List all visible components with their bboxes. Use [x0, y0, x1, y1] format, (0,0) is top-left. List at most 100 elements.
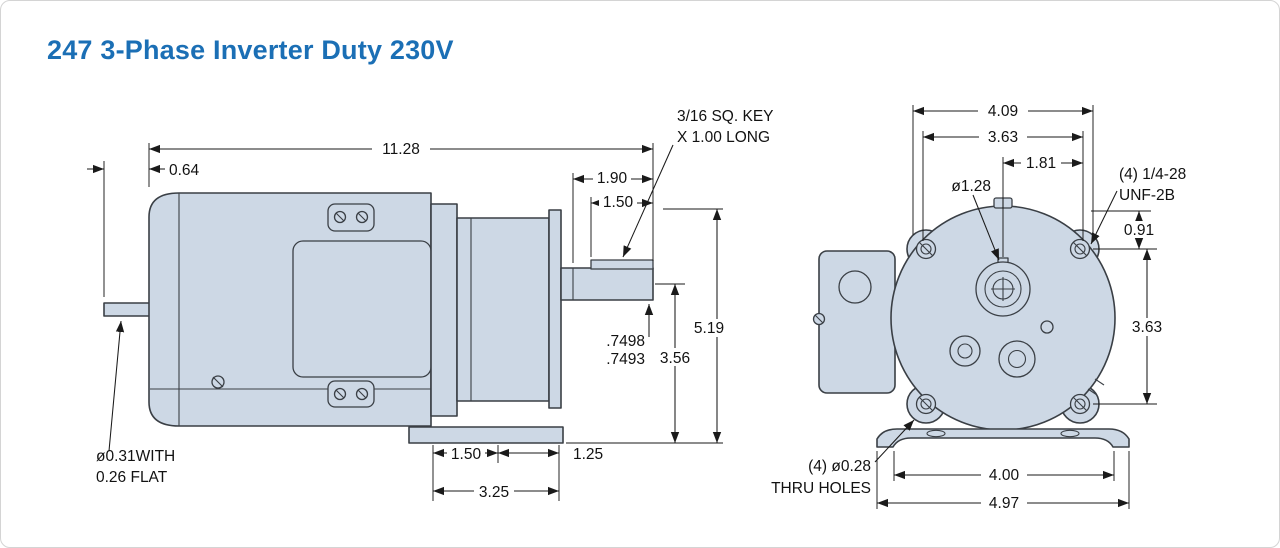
dim-text-bg: [979, 128, 1027, 146]
screw-slot: [336, 390, 344, 398]
gearbox: [408, 203, 564, 444]
dim-text-bg: [981, 466, 1027, 483]
hole-slash: [918, 241, 934, 257]
dim-shaft-ext-total: 1.90: [572, 170, 653, 263]
dim-base-a: 1.50: [432, 445, 499, 501]
tap-callout-line1: (4) 1/4-28: [1119, 166, 1186, 183]
bottom-screw-tab: [327, 380, 375, 408]
pilot-dia-label: ø1.28: [951, 178, 991, 195]
foot-slot: [1060, 429, 1080, 438]
hole-slash: [1072, 396, 1088, 412]
dim-bolt-width-label: 3.63: [988, 129, 1018, 146]
callout-shaft-key: 3/16 SQ. KEY X 1.00 LONG: [622, 108, 774, 258]
tap-callout-line2: UNF-2B: [1119, 187, 1175, 204]
callout-tap-holes: (4) 1/4-28 UNF-2B: [1090, 166, 1186, 245]
dim-width-overall-label: 4.09: [988, 103, 1018, 120]
adapter-plate: [430, 203, 458, 417]
dim-text-bg: [1125, 318, 1169, 336]
dim-base-b-label: 1.25: [573, 446, 603, 463]
parting-tick: [1087, 388, 1098, 396]
dim-base-b: 1.25: [498, 445, 603, 501]
leader-line: [622, 144, 674, 258]
tap-hole-inner: [1074, 243, 1086, 255]
small-boss: [1040, 320, 1054, 334]
leader-line: [108, 320, 125, 452]
dim-width-overall: 4.09: [912, 102, 1094, 235]
leader-line: [874, 419, 915, 463]
dim-text-bg: [593, 170, 631, 187]
dim-base-length: 3.25: [433, 483, 559, 501]
shaft-dia-min-label: .7493: [606, 351, 645, 368]
screw-slot: [358, 213, 366, 221]
conduit-hole: [838, 270, 872, 304]
screw-slot: [358, 390, 366, 398]
mounting-holes: [915, 238, 1091, 415]
flange: [876, 428, 1130, 448]
leader-line: [1090, 190, 1118, 245]
dim-half-width-label: 1.81: [1026, 155, 1056, 172]
dim-bolt-height: 3.63: [1093, 249, 1169, 405]
output-face: [548, 209, 562, 409]
rear-shaft: [103, 302, 151, 317]
dim-text-bg: [1021, 154, 1061, 171]
mounting-flange: [876, 428, 1130, 448]
dim-text-bg: [652, 348, 698, 366]
dim-shaft-ext-total-label: 1.90: [597, 170, 628, 187]
key-callout-line1: 3/16 SQ. KEY: [677, 108, 774, 125]
dim-overall-height-label: 5.19: [694, 320, 724, 337]
dim-base-width-label: 4.97: [989, 495, 1019, 512]
dim-hole-offset: 0.91: [1091, 210, 1159, 250]
motor-assembly: [103, 192, 432, 427]
hole-slash: [918, 396, 934, 412]
dim-text-bg: [1119, 221, 1159, 238]
dim-rear-shaft-ext-label: 0.64: [169, 162, 200, 179]
dim-bolt-width: 3.63: [922, 128, 1084, 241]
dim-foot-holes-label: 4.00: [989, 467, 1020, 484]
shaft-key: [590, 259, 654, 270]
dim-text-bg: [981, 494, 1027, 511]
dim-half-width: 1.81: [1002, 154, 1083, 257]
hole-slash: [1072, 241, 1088, 257]
dim-text-bg: [474, 483, 514, 499]
tap-hole-inner: [920, 243, 932, 255]
idler-boss: [949, 335, 981, 367]
dim-shaft-diameter: .7498 .7493: [606, 304, 654, 368]
top-screw-tab: [327, 203, 375, 232]
screw-slot: [212, 376, 224, 388]
screw-slot: [814, 314, 824, 324]
dim-text-bg: [447, 445, 485, 461]
side-view: 11.28 0.64 1.90 1.50: [87, 108, 774, 501]
end-view: 4.09 3.63 1.81 ø1.28 (4) 1/: [771, 102, 1186, 512]
callout-thru-holes: (4) ø0.28 THRU HOLES: [771, 419, 915, 497]
idler-bosses: [949, 320, 1054, 378]
thru-callout-line1: (4) ø0.28: [808, 458, 871, 475]
screw-slot: [336, 213, 344, 221]
thru-callout-line2: THRU HOLES: [771, 480, 871, 497]
output-bore: [975, 257, 1031, 317]
mounting-base: [408, 426, 564, 444]
idler-bore: [1007, 349, 1027, 369]
tap-hole-inner: [920, 398, 932, 410]
dim-overall-length-label: 11.28: [382, 141, 420, 158]
dim-rear-shaft-ext: 0.64: [87, 161, 200, 297]
parting-tick: [1094, 378, 1105, 386]
tap-hole-inner: [1074, 398, 1086, 410]
bore-circle: [984, 270, 1022, 308]
dim-shaft-center-height-label: 3.56: [660, 350, 690, 367]
output-shaft: [560, 267, 654, 301]
dim-base-length-label: 3.25: [479, 484, 509, 501]
dim-shaft-ext: 1.50: [590, 194, 653, 257]
idler-bore: [957, 343, 973, 359]
dim-hole-offset-label: 0.91: [1124, 222, 1154, 239]
gear-housing: [456, 217, 550, 402]
dim-bolt-height-label: 3.63: [1132, 319, 1162, 336]
dim-foot-holes: 4.00: [893, 451, 1115, 484]
dim-base-a-label: 1.50: [451, 446, 482, 463]
callout-pilot-bore: ø1.28: [951, 178, 1000, 261]
shaft-dia-max-label: .7498: [606, 333, 645, 350]
key-callout-line2: X 1.00 LONG: [677, 129, 770, 146]
dim-overall-length: 11.28: [148, 140, 654, 261]
idler-boss: [998, 340, 1036, 378]
